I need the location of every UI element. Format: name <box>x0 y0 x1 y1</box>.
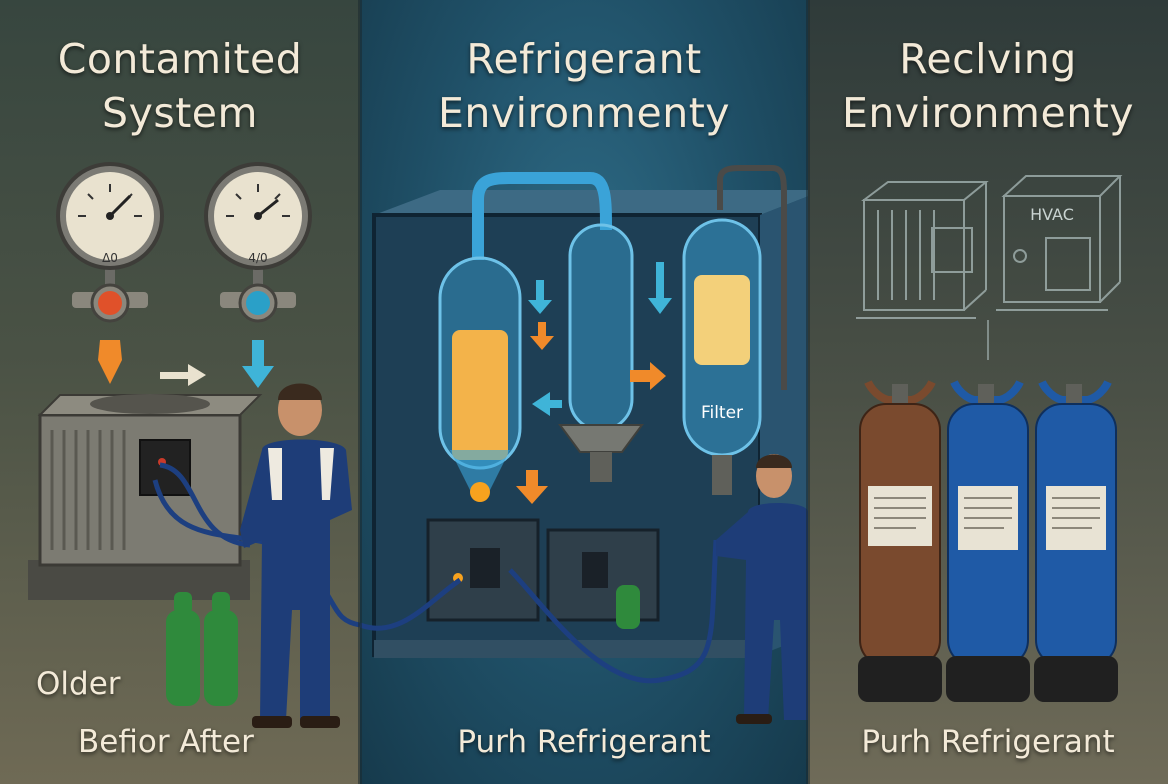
top-transfer-pipe <box>472 172 612 260</box>
panel-divider <box>806 0 810 784</box>
panel-title-line1: Reclving <box>899 35 1077 83</box>
panel-refrigerant-environment: Refrigerant Environmenty <box>360 0 808 784</box>
flow-arrow-right <box>630 362 666 390</box>
filter-label: Filter <box>701 403 743 423</box>
hot-flow-arrow <box>98 340 122 384</box>
direction-arrow <box>160 364 206 386</box>
green-cylinder-2 <box>204 592 238 706</box>
refrigerant-hose <box>159 462 251 548</box>
gauge-right-reading: 4/0 <box>248 251 267 265</box>
flow-arrow-down-2 <box>530 322 554 350</box>
caption-pure-refrigerant: Purh Refrigerant <box>861 724 1115 760</box>
filter-column: Filter <box>682 218 762 495</box>
sketch-hvac-unit <box>996 175 1123 311</box>
receiving-environment-illustration: HVAC <box>856 175 1123 702</box>
cold-flow-arrow <box>242 340 274 388</box>
panel-contaminated-system: Contamited System Δ0 <box>0 0 360 784</box>
technician-figure <box>240 383 352 728</box>
ac-condenser-unit <box>28 394 263 600</box>
panel-receiving-environment: Reclving Environmenty HVA <box>808 0 1168 784</box>
panel-title-line1: Contamited <box>57 35 303 83</box>
flow-arrow-down-4 <box>516 470 548 504</box>
caption-pure-refrigerant: Purh Refrigerant <box>457 724 711 760</box>
blue-refrigerant-cylinder-1 <box>946 380 1030 702</box>
sketch-ac-unit <box>856 181 989 319</box>
technician-figure <box>716 454 808 724</box>
rusty-refrigerant-cylinder <box>858 380 942 702</box>
hvac-unit-label: HVAC <box>1030 205 1074 224</box>
recovery-machine-illustration: Filter <box>360 165 808 724</box>
flow-arrow-down-1 <box>528 280 552 314</box>
panel-title-line1: Refrigerant <box>466 35 702 83</box>
caption-older: Older <box>36 666 121 702</box>
pressure-gauge-right: 4/0 <box>204 162 312 323</box>
green-cylinder-1 <box>166 592 200 706</box>
separator-column-2 <box>558 223 644 482</box>
contaminated-system-illustration: Δ0 4/0 <box>28 162 360 728</box>
panel-divider <box>358 0 362 784</box>
flow-arrow-left <box>532 392 562 416</box>
separator-column-1 <box>438 256 522 502</box>
pump-assembly <box>426 518 660 629</box>
panel-title-line2: Environmenty <box>841 89 1135 137</box>
panel-title-line2: System <box>102 89 258 137</box>
blue-refrigerant-cylinder-2 <box>1034 380 1118 702</box>
flow-arrow-down-3 <box>648 262 672 314</box>
caption-before-after: Befior After <box>78 724 254 760</box>
gauge-left-reading: Δ0 <box>102 251 118 265</box>
panel-title-line2: Environmenty <box>437 89 731 137</box>
pressure-gauge-left: Δ0 <box>56 162 164 323</box>
